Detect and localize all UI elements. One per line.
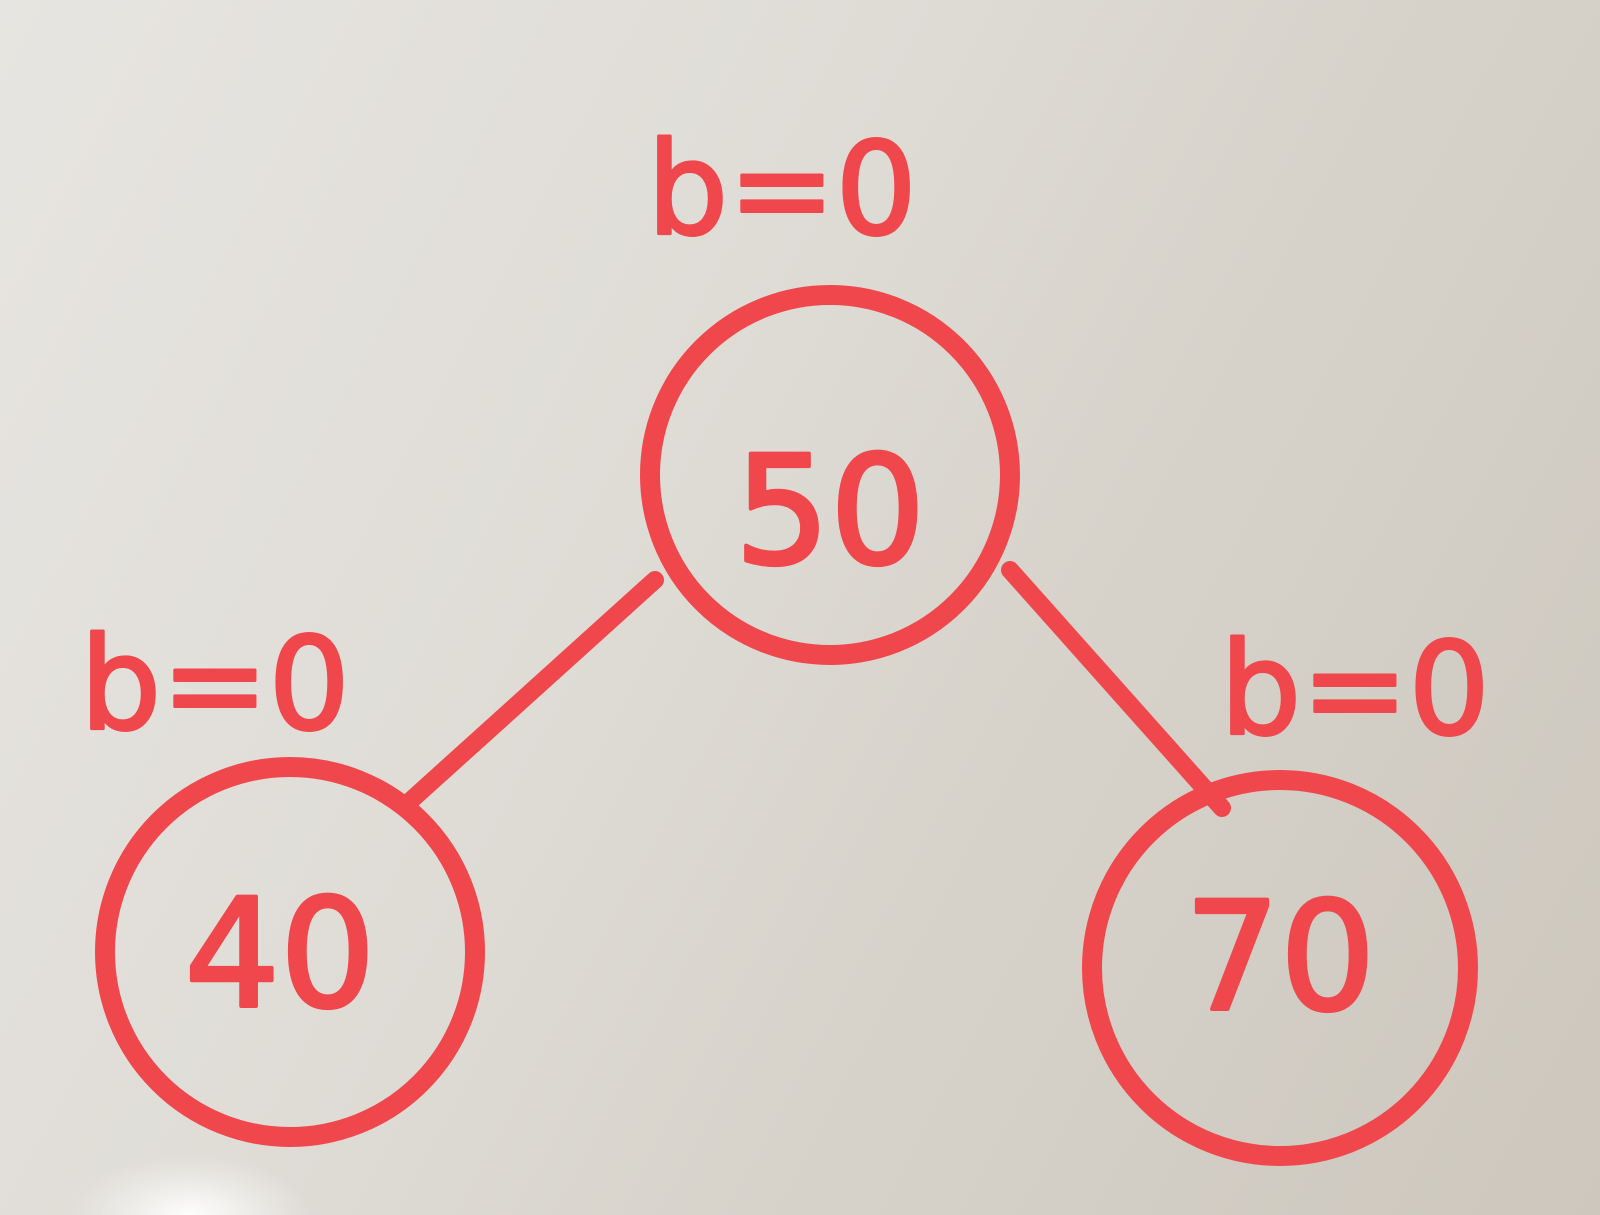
- node-value-root: 50: [735, 425, 926, 599]
- node-value-left: 40: [185, 868, 376, 1042]
- edge-root-to-right: [1001, 561, 1231, 817]
- edge-root-to-left: [399, 571, 664, 812]
- balance-label-left: b=0: [80, 611, 350, 760]
- node-ring-root: [640, 285, 1020, 665]
- balance-label-root: b=0: [647, 116, 917, 265]
- node-ring-right: [1082, 770, 1478, 1166]
- balance-label-right: b=0: [1220, 616, 1490, 765]
- tree-node-right: 70 b=0: [1082, 614, 1491, 1166]
- node-value-right: 70: [1185, 871, 1376, 1045]
- tree-node-root: 50 b=0: [640, 114, 1020, 665]
- node-ring-left: [95, 757, 485, 1147]
- light-glare: [70, 1155, 310, 1215]
- tree-node-left: 40 b=0: [79, 609, 485, 1147]
